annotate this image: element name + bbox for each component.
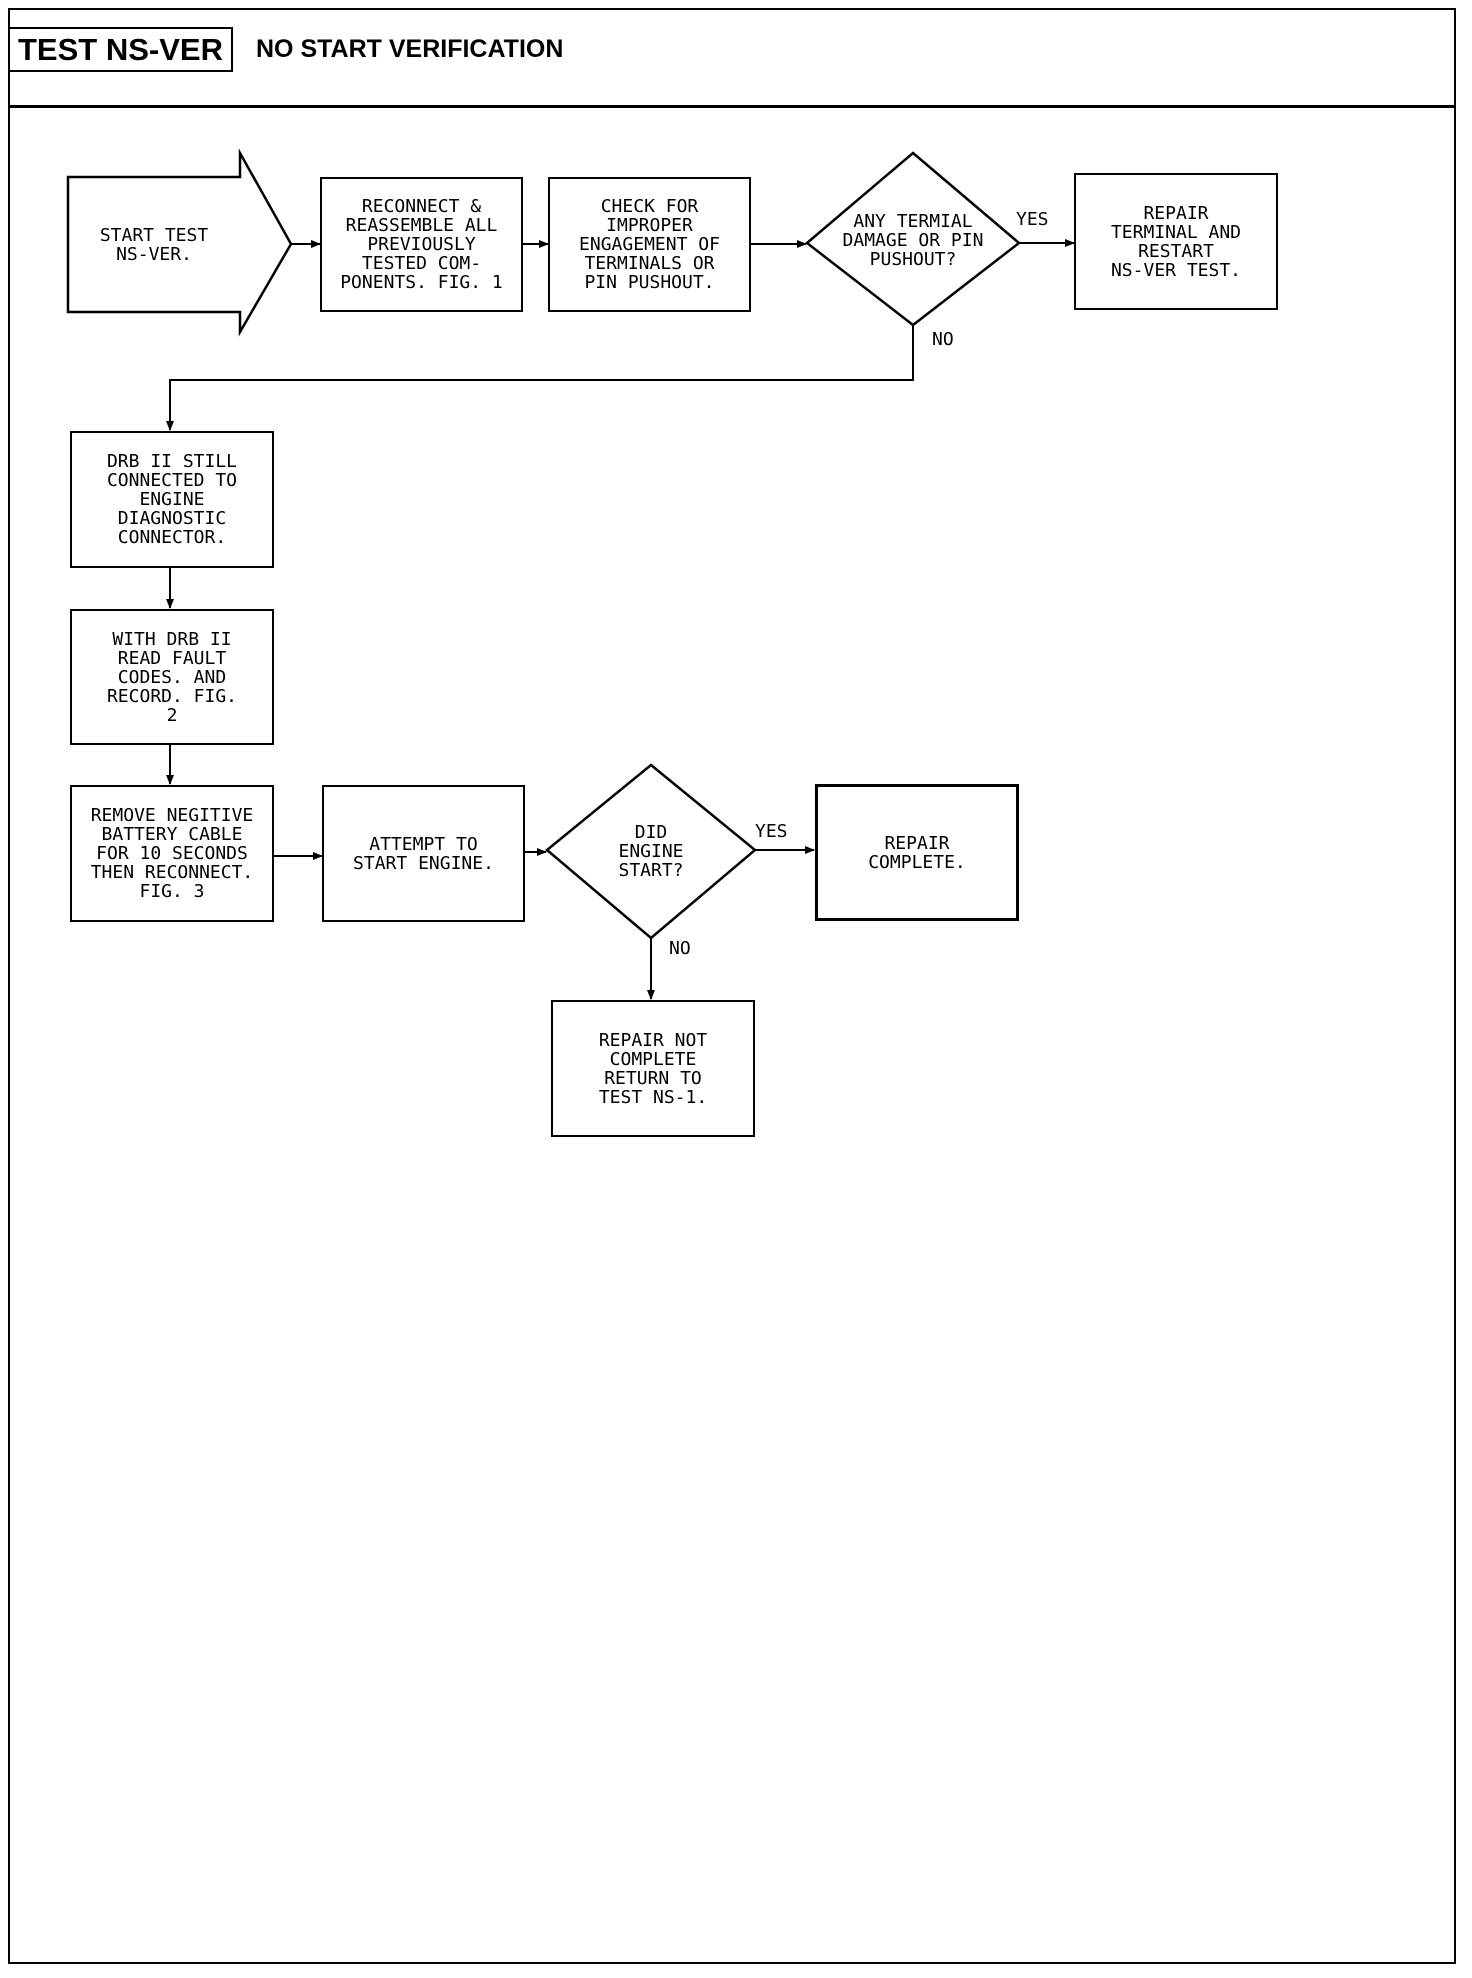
repair-complete-text: REPAIR COMPLETE. — [868, 832, 966, 873]
check-box-text: CHECK FOR IMPROPER ENGAGEMENT OF TERMINA… — [579, 196, 720, 293]
terminal-decision-text: ANY TERMIAL DAMAGE OR PIN PUSHOUT? — [842, 210, 984, 270]
reconnect-box: RECONNECT & REASSEMBLE ALL PREVIOUSLY TE… — [320, 177, 523, 312]
test-id: TEST NS-VER — [10, 27, 233, 72]
drb-connected-text: DRB II STILL CONNECTED TO ENGINE DIAGNOS… — [106, 451, 238, 548]
terminal-decision-node: ANY TERMIAL DAMAGE OR PIN PUSHOUT? — [820, 200, 1006, 280]
start-node: START TEST NS-VER. — [68, 177, 240, 312]
page-frame: TEST NS-VER NO START VERIFICATION — [8, 8, 1456, 1964]
repair-terminal-text: REPAIR TERMINAL AND RESTART NS-VER TEST. — [1110, 202, 1242, 281]
reconnect-box-text: RECONNECT & REASSEMBLE ALL PREVIOUSLY TE… — [340, 196, 503, 293]
start-decision-node: DID ENGINE START? — [580, 808, 722, 894]
attempt-start-text: ATTEMPT TO START ENGINE. — [353, 833, 494, 874]
yes-label-2: YES — [755, 821, 788, 842]
repair-terminal-box: REPAIR TERMINAL AND RESTART NS-VER TEST. — [1074, 173, 1278, 310]
check-box: CHECK FOR IMPROPER ENGAGEMENT OF TERMINA… — [548, 177, 751, 312]
start-decision-text: DID ENGINE START? — [618, 821, 684, 881]
no-label-1: NO — [932, 329, 954, 350]
remove-cable-box: REMOVE NEGITIVE BATTERY CABLE FOR 10 SEC… — [70, 785, 274, 922]
repair-complete-box: REPAIR COMPLETE. — [815, 784, 1019, 921]
start-arrow-shape — [66, 148, 293, 337]
drb-connected-box: DRB II STILL CONNECTED TO ENGINE DIAGNOS… — [70, 431, 274, 568]
read-codes-box: WITH DRB II READ FAULT CODES. AND RECORD… — [70, 609, 274, 745]
remove-cable-text: REMOVE NEGITIVE BATTERY CABLE FOR 10 SEC… — [90, 805, 254, 902]
no-label-2: NO — [669, 938, 691, 959]
header: TEST NS-VER NO START VERIFICATION — [10, 10, 1454, 108]
repair-not-complete-box: REPAIR NOT COMPLETE RETURN TO TEST NS-1. — [551, 1000, 755, 1137]
attempt-start-box: ATTEMPT TO START ENGINE. — [322, 785, 525, 922]
start-node-text: START TEST NS-VER. — [99, 224, 209, 265]
read-codes-text: WITH DRB II READ FAULT CODES. AND RECORD… — [106, 628, 238, 726]
arrow-no-to-drb — [166, 325, 914, 431]
repair-not-complete-text: REPAIR NOT COMPLETE RETURN TO TEST NS-1. — [598, 1029, 708, 1108]
test-title: NO START VERIFICATION — [256, 35, 564, 63]
yes-label-1: YES — [1016, 209, 1049, 230]
